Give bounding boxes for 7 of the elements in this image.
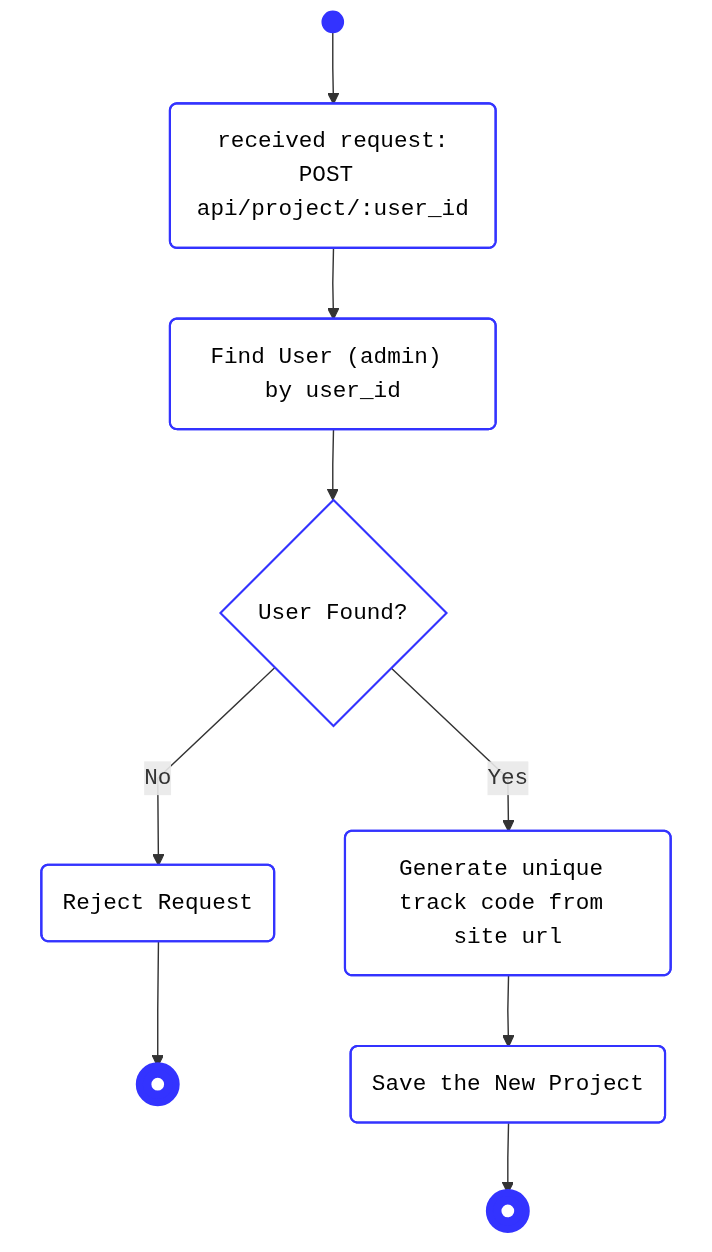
node-circle bbox=[321, 10, 345, 34]
arrow bbox=[326, 429, 339, 501]
node-circle bbox=[485, 1189, 530, 1233]
edge-label: No bbox=[144, 765, 172, 792]
node-diamond: User Found? bbox=[218, 498, 448, 728]
edge-label: Yes bbox=[487, 765, 529, 792]
node-circle bbox=[135, 1062, 180, 1107]
